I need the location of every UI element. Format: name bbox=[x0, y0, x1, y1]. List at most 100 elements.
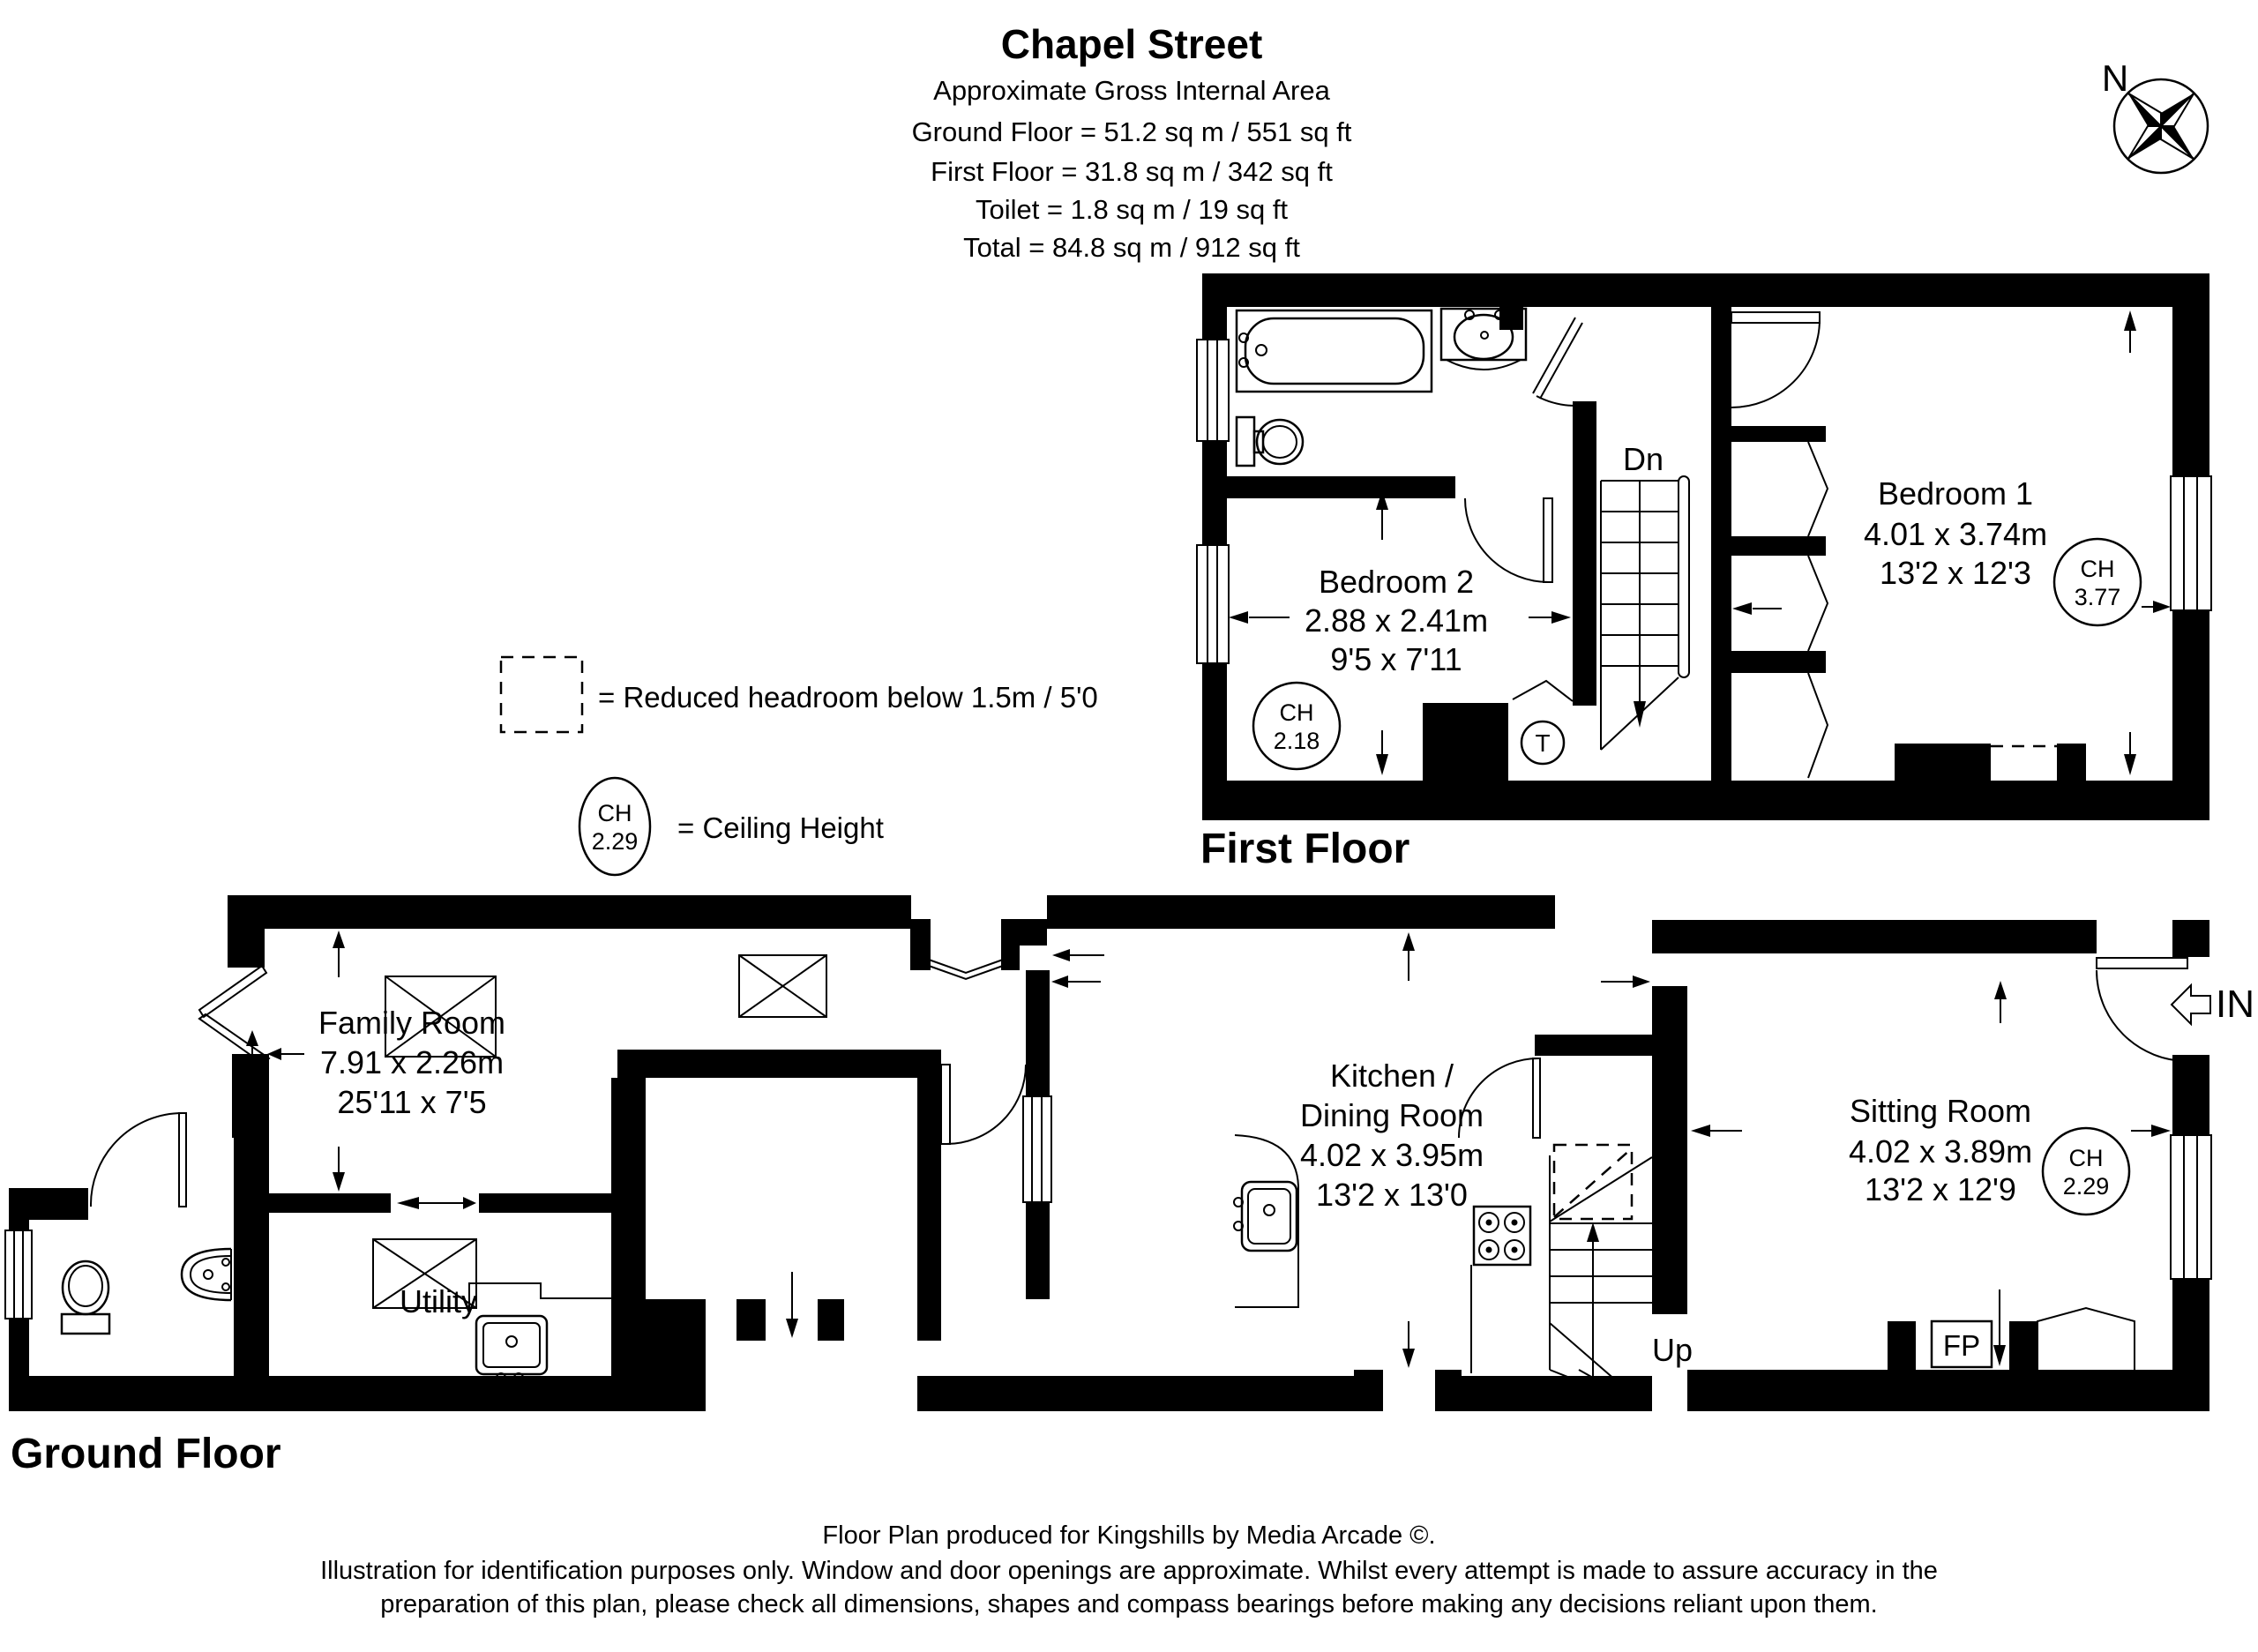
bedroom2-name: Bedroom 2 bbox=[1319, 564, 1474, 600]
svg-text:CH: CH bbox=[2069, 1145, 2104, 1171]
wardrobe-doors bbox=[1807, 441, 1829, 779]
header-subtitle: Approximate Gross Internal Area bbox=[933, 75, 1330, 106]
family-room-imperial: 25'11 x 7'5 bbox=[337, 1084, 486, 1120]
bedroom1-name: Bedroom 1 bbox=[1878, 475, 2033, 512]
legend: = Reduced headroom below 1.5m / 5'0 CH 2… bbox=[499, 655, 1098, 877]
kitchen-imperial: 13'2 x 13'0 bbox=[1316, 1177, 1468, 1213]
bedroom2-metric: 2.88 x 2.41m bbox=[1305, 602, 1488, 639]
rooflight-icon bbox=[385, 976, 497, 1058]
compass-rose-icon: N bbox=[2102, 57, 2209, 175]
ceiling-height-label: = Ceiling Height bbox=[677, 811, 884, 844]
kitchen-metric: 4.02 x 3.95m bbox=[1300, 1137, 1484, 1173]
ground-floor-windows bbox=[4, 1095, 2212, 1319]
first-floor-windows bbox=[1196, 339, 2212, 664]
hob-icon bbox=[1472, 1205, 1532, 1267]
entrance-door bbox=[2096, 957, 2188, 1062]
rear-double-doors bbox=[910, 929, 1020, 981]
reduced-headroom-label: = Reduced headroom below 1.5m / 5'0 bbox=[598, 681, 1098, 714]
family-room-labels: Family Room 7.91 x 2.26m 25'11 x 7'5 bbox=[318, 1005, 505, 1120]
svg-text:3.77: 3.77 bbox=[2075, 584, 2121, 610]
utility-counter-edge bbox=[468, 1282, 611, 1314]
compass-north-label: N bbox=[2102, 57, 2128, 99]
sitting-room-window bbox=[2170, 1134, 2212, 1280]
sitting-room-name: Sitting Room bbox=[1850, 1093, 2031, 1129]
rooflight-icon bbox=[372, 1238, 477, 1309]
ceiling-height-key-icon bbox=[578, 776, 652, 877]
first-floor-walls bbox=[1202, 273, 2209, 820]
kitchen-window bbox=[1022, 1095, 1052, 1203]
stairs-up-label: Up bbox=[1652, 1332, 1693, 1368]
ceiling-height-key-abbr: CH bbox=[598, 800, 632, 826]
fireplace-box bbox=[1930, 1319, 1993, 1369]
area-first: First Floor = 31.8 sq m / 342 sq ft bbox=[931, 156, 1333, 187]
bathroom-door bbox=[1532, 317, 1583, 407]
svg-text:CH: CH bbox=[1280, 699, 1314, 726]
first-floor-dimension-arrows bbox=[1229, 310, 2171, 775]
tank-label: T bbox=[1535, 729, 1550, 757]
ground-floor-title: Ground Floor bbox=[11, 1431, 281, 1477]
ceiling-height-key-value: 2.29 bbox=[592, 828, 639, 855]
bedroom2-labels: Bedroom 2 2.88 x 2.41m 9'5 x 7'11 CH 2.1… bbox=[1252, 564, 1488, 771]
entrance-label: IN bbox=[2216, 983, 2254, 1026]
utility-sink-icon bbox=[475, 1314, 549, 1383]
airing-cupboard-door bbox=[1512, 679, 1574, 702]
kitchen-sink-icon bbox=[1233, 1180, 1298, 1252]
stairs-down-label: Dn bbox=[1623, 441, 1664, 477]
bedroom2-door bbox=[1464, 497, 1553, 583]
area-toilet: Toilet = 1.8 sq m / 19 sq ft bbox=[976, 194, 1288, 225]
bedroom1-metric: 4.01 x 3.74m bbox=[1864, 516, 2047, 552]
bedroom1-window bbox=[2170, 475, 2212, 611]
bedroom1-imperial: 13'2 x 12'3 bbox=[1880, 555, 2031, 591]
rooflight-icon bbox=[738, 954, 827, 1018]
toilet-icon bbox=[1235, 415, 1305, 467]
kitchen-counter-edge bbox=[1234, 1134, 1299, 1308]
wc-toilet-icon bbox=[60, 1260, 111, 1335]
ground-floor-walls bbox=[9, 895, 2209, 1411]
bedroom2-imperial: 9'5 x 7'11 bbox=[1330, 641, 1462, 677]
kitchen-door bbox=[1458, 1058, 1541, 1139]
family-room-metric: 7.91 x 2.26m bbox=[320, 1044, 504, 1080]
sitting-room-ch-circle bbox=[2041, 1126, 2131, 1216]
kitchen-name-line1: Kitchen / bbox=[1330, 1058, 1454, 1094]
header: Chapel Street Approximate Gross Internal… bbox=[912, 21, 1352, 263]
wc-door bbox=[89, 1112, 187, 1207]
kitchen-name-line2: Dining Room bbox=[1300, 1097, 1484, 1133]
footer-line2: Illustration for identification purposes… bbox=[320, 1557, 1938, 1585]
fireplace-label: FP bbox=[1943, 1329, 1980, 1362]
chimney-nook-outline bbox=[2037, 1306, 2135, 1370]
stairs-down bbox=[1600, 475, 1690, 751]
bedroom1-ch-circle bbox=[2052, 537, 2142, 627]
area-ground: Ground Floor = 51.2 sq m / 551 sq ft bbox=[912, 116, 1352, 147]
family-room-name: Family Room bbox=[318, 1005, 505, 1041]
svg-text:2.29: 2.29 bbox=[2063, 1173, 2110, 1200]
page-title: Chapel Street bbox=[1001, 21, 1263, 67]
bedroom2-ch-circle bbox=[1252, 681, 1342, 771]
stairs-up bbox=[1549, 1143, 1653, 1410]
bedroom1-door bbox=[1731, 311, 1821, 408]
reduced-headroom-key-icon bbox=[499, 655, 584, 734]
wc-sink-icon bbox=[180, 1247, 232, 1302]
ground-floor-plan: IN bbox=[4, 895, 2254, 1477]
bedroom2-window bbox=[1196, 544, 1230, 664]
svg-text:2.18: 2.18 bbox=[1274, 728, 1320, 754]
sitting-room-labels: Sitting Room 4.02 x 3.89m 13'2 x 12'9 CH… bbox=[1849, 1093, 2131, 1216]
bathroom-sink-icon bbox=[1439, 307, 1528, 370]
ground-floor-dimension-arrows bbox=[246, 931, 2171, 1368]
tank-circle-icon bbox=[1520, 720, 1566, 766]
bedroom1-labels: Bedroom 1 4.01 x 3.74m 13'2 x 12'3 CH 3.… bbox=[1864, 475, 2142, 627]
bathroom-window bbox=[1196, 339, 1230, 442]
sitting-room-imperial: 13'2 x 12'9 bbox=[1865, 1171, 2016, 1207]
footer: Floor Plan produced for Kingshills by Me… bbox=[320, 1521, 1938, 1618]
kitchen-labels: Kitchen / Dining Room 4.02 x 3.95m 13'2 … bbox=[1300, 1058, 1484, 1213]
footer-line3: preparation of this plan, please check a… bbox=[380, 1590, 1878, 1618]
sitting-room-metric: 4.02 x 3.89m bbox=[1849, 1133, 2032, 1170]
bathtub-icon bbox=[1235, 309, 1433, 393]
first-floor-title: First Floor bbox=[1200, 826, 1409, 872]
footer-line1: Floor Plan produced for Kingshills by Me… bbox=[822, 1521, 1435, 1550]
entrance-arrow-icon bbox=[2170, 983, 2211, 1027]
svg-text:CH: CH bbox=[2081, 556, 2115, 582]
wc-window bbox=[4, 1230, 33, 1319]
area-total: Total = 84.8 sq m / 912 sq ft bbox=[963, 232, 1300, 263]
